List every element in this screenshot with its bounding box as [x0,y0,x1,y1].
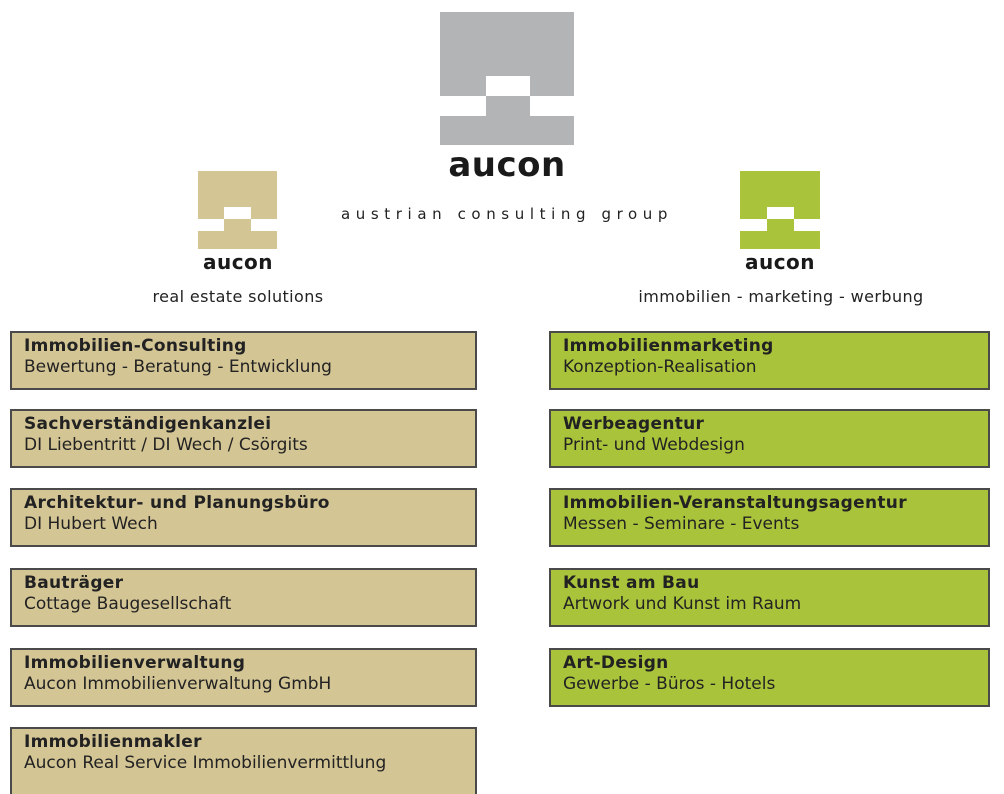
service-title: Immobilien-Veranstaltungsagentur [563,493,907,513]
main-logo-wordmark: aucon [448,145,566,185]
service-title: Art-Design [563,653,669,673]
aucon-main-logo-mark [440,12,574,145]
service-title: Sachverständigenkanzlei [24,414,272,434]
service-box-immobilienverwaltung[interactable]: Immobilienverwaltung Aucon Immobilienver… [10,648,477,707]
service-box-sachverstaendigenkanzlei[interactable]: Sachverständigenkanzlei DI Liebentritt /… [10,409,477,468]
right-column-title: immobilien - marketing - werbung [638,287,924,306]
right-logo-mark [740,171,820,249]
service-title: Immobilienmarketing [563,336,774,356]
service-title: Werbeagentur [563,414,705,434]
service-box-immobilienmakler[interactable]: Immobilienmakler Aucon Real Service Immo… [10,727,477,794]
service-box-werbeagentur[interactable]: Werbeagentur Print- und Webdesign [549,409,990,468]
left-column-title: real estate solutions [152,287,324,306]
service-box-veranstaltungsagentur[interactable]: Immobilien-Veranstaltungsagentur Messen … [549,488,990,547]
service-title: Immobilienmakler [24,732,202,752]
left-logo-mark [198,171,277,249]
group-tagline: austrian consulting group [340,205,674,223]
service-box-architektur-planungsbuero[interactable]: Architektur- und Planungsbüro DI Hubert … [10,488,477,547]
service-subtitle: Artwork und Kunst im Raum [563,594,802,614]
right-logo-wordmark: aucon [744,250,816,274]
service-title: Immobilien-Consulting [24,336,247,356]
service-title: Architektur- und Planungsbüro [24,493,330,513]
left-logo-wordmark: aucon [202,250,274,274]
service-box-bautraeger[interactable]: Bauträger Cottage Baugesellschaft [10,568,477,627]
service-subtitle: Konzeption-Realisation [563,357,757,377]
service-title: Bauträger [24,573,124,593]
service-subtitle: DI Liebentritt / DI Wech / Csörgits [24,435,308,455]
service-title: Immobilienverwaltung [24,653,246,673]
service-box-art-design[interactable]: Art-Design Gewerbe - Büros - Hotels [549,648,990,707]
service-subtitle: Cottage Baugesellschaft [24,594,232,614]
service-subtitle: Messen - Seminare - Events [563,514,800,534]
service-subtitle: Aucon Real Service Immobilienvermittlung [24,753,387,773]
service-subtitle: Gewerbe - Büros - Hotels [563,674,776,694]
service-box-kunst-am-bau[interactable]: Kunst am Bau Artwork und Kunst im Raum [549,568,990,627]
service-subtitle: Print- und Webdesign [563,435,745,455]
service-subtitle: Bewertung - Beratung - Entwicklung [24,357,332,377]
service-box-immobilienmarketing[interactable]: Immobilienmarketing Konzeption-Realisati… [549,331,990,390]
service-box-immobilien-consulting[interactable]: Immobilien-Consulting Bewertung - Beratu… [10,331,477,390]
service-subtitle: DI Hubert Wech [24,514,158,534]
service-subtitle: Aucon Immobilienverwaltung GmbH [24,674,332,694]
service-title: Kunst am Bau [563,573,700,593]
